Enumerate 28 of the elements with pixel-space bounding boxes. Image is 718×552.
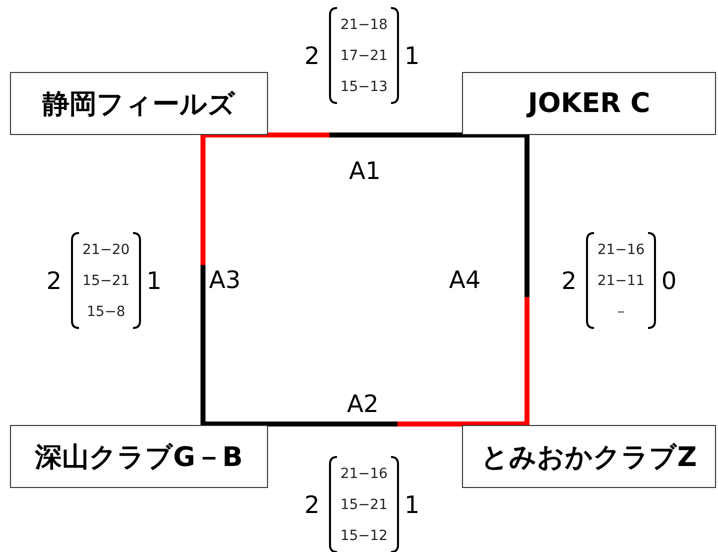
team-box xyxy=(10,425,268,488)
team-box xyxy=(10,72,268,135)
game-score: 21−16 xyxy=(340,465,388,483)
game-score: 15−21 xyxy=(82,272,130,290)
game-score: 21−16 xyxy=(597,241,645,259)
game-score: 15−8 xyxy=(86,303,126,321)
match-score: 2 xyxy=(304,42,320,70)
game-score: 15−12 xyxy=(340,527,388,545)
team-name: とみおかクラブZ xyxy=(481,440,697,474)
match-score: 2 xyxy=(561,267,577,295)
game-score: － xyxy=(614,303,628,321)
match-score: 0 xyxy=(661,267,677,295)
team-name: 静岡フィールズ xyxy=(42,88,236,122)
team-name: JOKER C xyxy=(528,88,650,119)
game-score: 21−11 xyxy=(597,272,645,290)
game-score: 21−18 xyxy=(340,16,388,34)
team-box xyxy=(462,425,716,488)
match-score: 1 xyxy=(404,491,420,519)
game-score: 15−13 xyxy=(340,78,388,96)
game-score: 15−21 xyxy=(340,496,388,514)
match-score: 1 xyxy=(146,267,162,295)
team-box xyxy=(462,72,716,135)
game-score: 17−21 xyxy=(340,47,388,65)
match-score: 1 xyxy=(404,42,420,70)
match-score: 2 xyxy=(304,491,320,519)
game-score: 21−20 xyxy=(82,241,130,259)
match-score: 2 xyxy=(46,267,62,295)
team-name: 深山クラブG－B xyxy=(35,440,243,474)
